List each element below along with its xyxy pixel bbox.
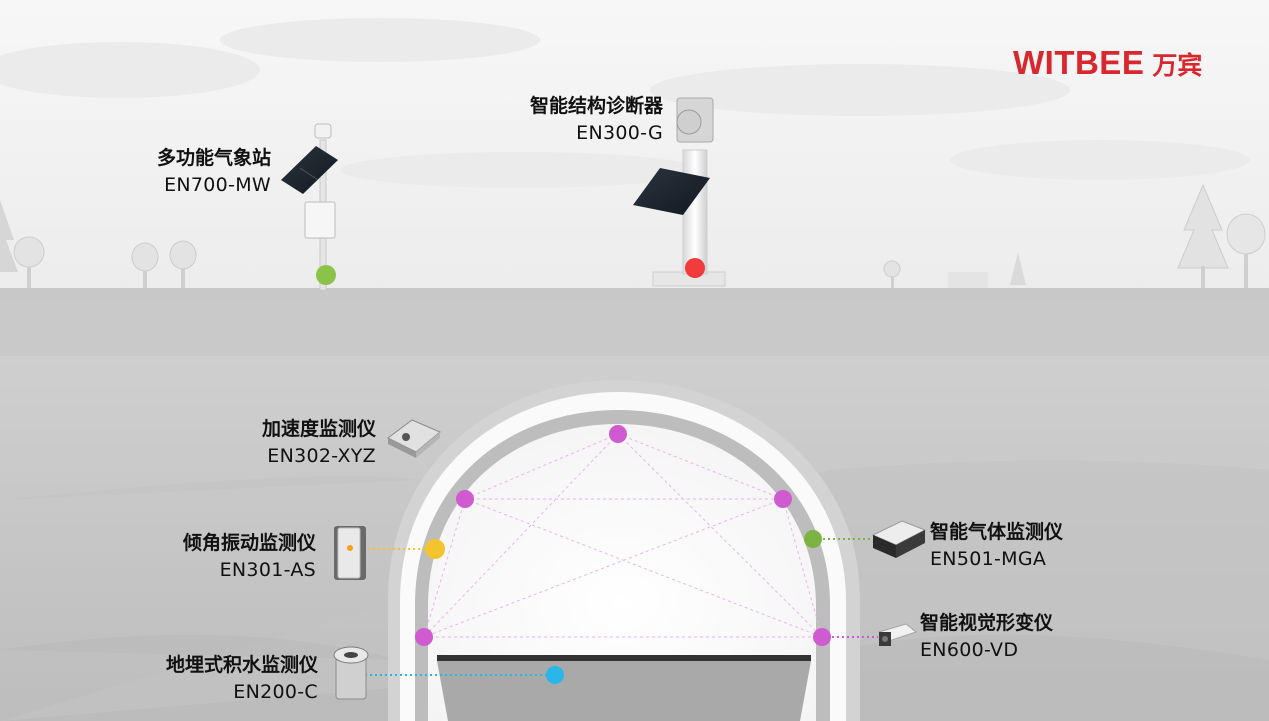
road-surface — [0, 288, 1269, 298]
label-weather-station: 多功能气象站 EN700-MW — [157, 145, 271, 199]
device-name: 地埋式积水监测仪 — [165, 654, 318, 676]
road-layer — [0, 298, 1269, 356]
sensor-dot-accel-upper-left — [456, 490, 474, 508]
label-accelerometer: 加速度监测仪 EN302-XYZ — [262, 416, 376, 470]
device-name: 加速度监测仪 — [261, 418, 376, 440]
sensor-dot-tilt — [425, 539, 445, 559]
leader-lines — [360, 538, 878, 676]
device-name: 智能视觉形变仪 — [920, 612, 1054, 634]
clouds — [0, 18, 1250, 188]
label-gas-monitor: 智能气体监测仪 EN501-MGA — [930, 519, 1063, 573]
water-sensor-icon — [333, 646, 369, 700]
device-model: EN300-G — [576, 122, 663, 144]
label-water-sensor: 地埋式积水监测仪 EN200-C — [166, 652, 318, 706]
label-structure-diagnoser: 智能结构诊断器 EN300-G — [530, 93, 663, 147]
sensor-dot-accel-lower-left — [415, 628, 433, 646]
device-model: EN600-VD — [920, 639, 1019, 661]
logo-cn: 万宾 — [1152, 51, 1203, 80]
structure-diagnoser-icon — [633, 97, 726, 287]
trees — [0, 183, 1266, 294]
weather-station-icon — [281, 123, 338, 291]
device-name: 多功能气象站 — [156, 147, 271, 169]
sensor-dot-water — [546, 666, 564, 684]
tunnel-floor — [437, 661, 811, 721]
camera-icon — [878, 623, 918, 646]
tunnel-interior — [428, 424, 816, 721]
label-vision-deformation: 智能视觉形变仪 EN600-VD — [920, 610, 1053, 664]
tilt-sensor-icon — [334, 526, 366, 580]
device-model: EN200-C — [233, 681, 318, 703]
device-name: 智能结构诊断器 — [529, 95, 663, 117]
device-name: 智能气体监测仪 — [930, 521, 1064, 543]
logo-brand: WITBEE — [1013, 44, 1145, 81]
device-model: EN301-AS — [219, 559, 316, 581]
device-model: EN501-MGA — [930, 548, 1047, 570]
device-model: EN302-XYZ — [267, 445, 376, 467]
accelerometer-icon — [387, 419, 441, 458]
sensor-dot-gas — [804, 530, 822, 548]
tunnel-sensor-dots — [415, 425, 831, 684]
tunnel-road — [437, 655, 811, 661]
sensor-dot-accel-upper-right — [774, 490, 792, 508]
sensor-dot-accel-top — [609, 425, 627, 443]
device-name: 倾角振动监测仪 — [182, 532, 316, 554]
label-tilt-sensor: 倾角振动监测仪 EN301-AS — [183, 530, 316, 584]
gas-monitor-icon — [871, 520, 927, 558]
device-model: EN700-MW — [164, 174, 271, 196]
sensor-dot-vision — [813, 628, 831, 646]
sensor-links — [423, 433, 823, 638]
